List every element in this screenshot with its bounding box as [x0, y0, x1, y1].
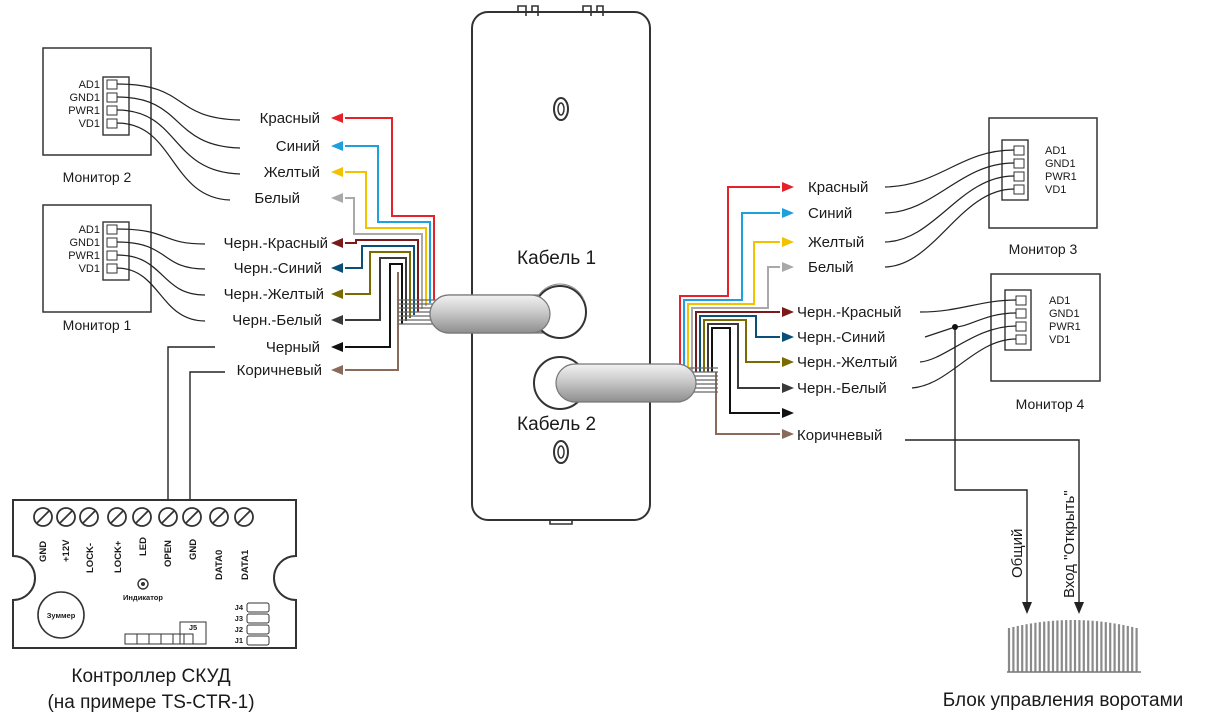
monitor-3: AD1 GND1 PWR1 VD1 Монитор 3 — [884, 117, 1098, 268]
monitor-4-pin-2: GND1 — [1049, 308, 1080, 320]
wire-label-black-red: Черн.-Красный — [224, 235, 329, 252]
wire-label-red: Красный — [260, 110, 320, 127]
wire-label-yellow-2: Желтый — [808, 234, 864, 251]
monitor-3-caption: Монитор 3 — [1009, 241, 1078, 257]
wire-label-brown-2: Коричневый — [797, 427, 882, 444]
cable-2-label: Кабель 2 — [517, 414, 596, 435]
mount-hole-bottom — [553, 440, 569, 464]
monitor-2-pin-4: VD1 — [79, 118, 100, 130]
terminal-lock-plus: LOCK+ — [113, 540, 124, 573]
wire-label-blue: Синий — [276, 138, 320, 155]
cable-1-label: Кабель 1 — [517, 248, 596, 269]
monitor-3-pin-3: PWR1 — [1045, 171, 1077, 183]
monitor-1-caption: Монитор 1 — [63, 317, 132, 333]
monitor-4-pin-3: PWR1 — [1049, 321, 1081, 333]
gate-common-label: Общий — [1009, 529, 1026, 578]
wire-label-yellow: Желтый — [264, 164, 320, 181]
monitor-2: AD1 GND1 PWR1 VD1 Монитор 2 — [42, 47, 241, 201]
buzzer: Зуммер — [37, 591, 85, 639]
gate-open-input-label: Вход "Открыть" — [1061, 490, 1078, 598]
monitor-1-pin-1: AD1 — [79, 224, 100, 236]
wire-label-black-blue-2: Черн.-Синий — [797, 329, 885, 346]
monitor-1-pin-2: GND1 — [69, 237, 100, 249]
wire-label-brown: Коричневый — [237, 362, 322, 379]
monitor-1-pin-3: PWR1 — [68, 250, 100, 262]
monitor-2-caption: Монитор 2 — [63, 169, 132, 185]
monitor-4-pin-4: VD1 — [1049, 334, 1070, 346]
controller-subtitle: (на примере TS-CTR-1) — [47, 692, 254, 713]
wire-label-white: Белый — [254, 190, 300, 207]
jumper-j2: J2 — [235, 625, 243, 634]
monitor-2-pin-2: GND1 — [69, 92, 100, 104]
terminal-gnd: GND — [38, 541, 49, 562]
monitor-4-caption: Монитор 4 — [1016, 396, 1085, 412]
monitor-1-pin-4: VD1 — [79, 263, 100, 275]
monitor-4: AD1 GND1 PWR1 VD1 Монитор 4 — [911, 273, 1101, 412]
gate-title: Блок управления воротами — [943, 690, 1184, 711]
cable-2-labels: Красный Синий Желтый Белый Черн.-Красный… — [797, 179, 902, 444]
cable-2-arrows — [782, 182, 794, 439]
terminal-gnd-2: GND — [188, 539, 199, 560]
controller-title: Контроллер СКУД — [71, 666, 230, 687]
cable-1-wires — [345, 117, 460, 371]
cable-1-labels: Красный Синий Желтый Белый Черн.-Красный… — [224, 110, 329, 379]
wire-label-black-white-2: Черн.-Белый — [797, 380, 887, 397]
monitor-3-pin-4: VD1 — [1045, 184, 1066, 196]
terminal-led: LED — [138, 537, 149, 556]
gate-icon — [1007, 620, 1141, 673]
cable-2-wires — [652, 186, 780, 435]
wire-label-black-blue: Черн.-Синий — [234, 260, 322, 277]
monitor-1: AD1 GND1 PWR1 VD1 Монитор 1 — [42, 204, 206, 333]
jumper-j3: J3 — [235, 614, 243, 623]
wire-label-white-2: Белый — [808, 259, 854, 276]
terminal-12v: +12V — [61, 539, 72, 562]
wire-label-black: Черный — [266, 339, 320, 356]
wire-label-blue-2: Синий — [808, 205, 852, 222]
terminal-data1: DATA1 — [240, 549, 251, 580]
jumper-block: J4 J3 J2 J1 — [235, 602, 270, 646]
wire-label-black-yellow-2: Черн.-Желтый — [797, 354, 897, 371]
monitor-2-pin-3: PWR1 — [68, 105, 100, 117]
terminal-data0: DATA0 — [214, 550, 225, 580]
cable-2 — [533, 182, 794, 439]
j5-header: J5 — [124, 621, 207, 645]
jumper-j1: J1 — [235, 636, 243, 645]
monitor-3-pin-2: GND1 — [1045, 158, 1076, 170]
monitor-3-pin-1: AD1 — [1045, 145, 1066, 157]
mount-hole-top — [553, 97, 569, 121]
reader-body: Кабель 1 Кабель 2 — [471, 5, 651, 525]
wire-label-black-yellow: Черн.-Желтый — [224, 286, 324, 303]
indicator-label: Индикатор — [123, 593, 163, 602]
monitor-2-pin-1: AD1 — [79, 79, 100, 91]
jumper-j4: J4 — [235, 603, 244, 612]
junction-dot — [952, 324, 958, 330]
terminal-open: OPEN — [163, 540, 174, 567]
wire-label-black-white: Черн.-Белый — [232, 312, 322, 329]
controller-terminal-labels: GND +12V LOCK- LOCK+ LED OPEN GND DATA0 … — [38, 537, 251, 580]
indicator-led-icon — [137, 578, 149, 590]
controller: GND +12V LOCK- LOCK+ LED OPEN GND DATA0 … — [12, 346, 297, 713]
gate-control: Общий Вход "Открыть" Блок управления вор… — [905, 324, 1183, 711]
terminal-lock-minus: LOCK- — [85, 543, 96, 573]
buzzer-label: Зуммер — [47, 611, 76, 620]
controller-terminal-screws — [33, 507, 254, 527]
wire-label-red-2: Красный — [808, 179, 868, 196]
cable-2-sleeve — [555, 363, 697, 403]
cable-1-arrows — [331, 113, 343, 375]
wire-label-black-red-2: Черн.-Красный — [797, 304, 902, 321]
j5-label: J5 — [189, 623, 197, 632]
monitor-4-pin-1: AD1 — [1049, 295, 1070, 307]
cable-1 — [331, 113, 587, 375]
